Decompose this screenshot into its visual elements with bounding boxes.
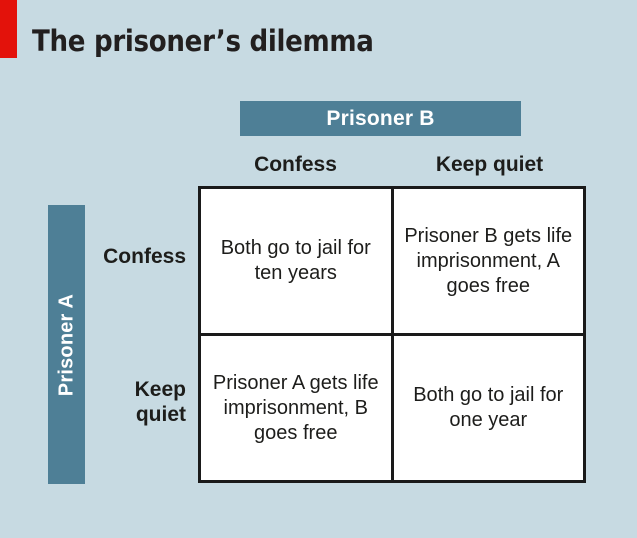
matrix-cell: Both go to jail for one year — [393, 336, 583, 480]
matrix-cell-text: Both go to jail for ten years — [220, 237, 371, 284]
payoff-matrix: Both go to jail for ten years Prisoner B… — [198, 186, 586, 483]
column-header-confess: Confess — [254, 153, 337, 176]
matrix-cell-text: Prisoner A gets life imprisonment, B goe… — [212, 371, 379, 444]
page-title: The prisoner’s dilemma — [32, 24, 374, 58]
matrix-cell: Prisoner A gets life imprisonment, B goe… — [201, 336, 391, 480]
matrix-cell: Both go to jail for ten years — [201, 189, 391, 333]
matrix-cell: Prisoner B gets life imprisonment, A goe… — [393, 189, 583, 333]
matrix-cell-text: Both go to jail for one year — [413, 384, 564, 431]
row-group-band: Prisoner A — [48, 205, 85, 484]
column-group-label: Prisoner B — [326, 106, 435, 130]
row-group-label: Prisoner A — [55, 293, 77, 396]
row-header-confess: Confess — [103, 245, 186, 268]
column-group-band: Prisoner B — [240, 101, 521, 136]
column-header-keep-quiet: Keep quiet — [435, 153, 544, 176]
row-header-keep-quiet: Keep quiet — [134, 378, 186, 426]
accent-marker — [0, 0, 17, 58]
matrix-cell-text: Prisoner B gets life imprisonment, A goe… — [404, 224, 573, 297]
